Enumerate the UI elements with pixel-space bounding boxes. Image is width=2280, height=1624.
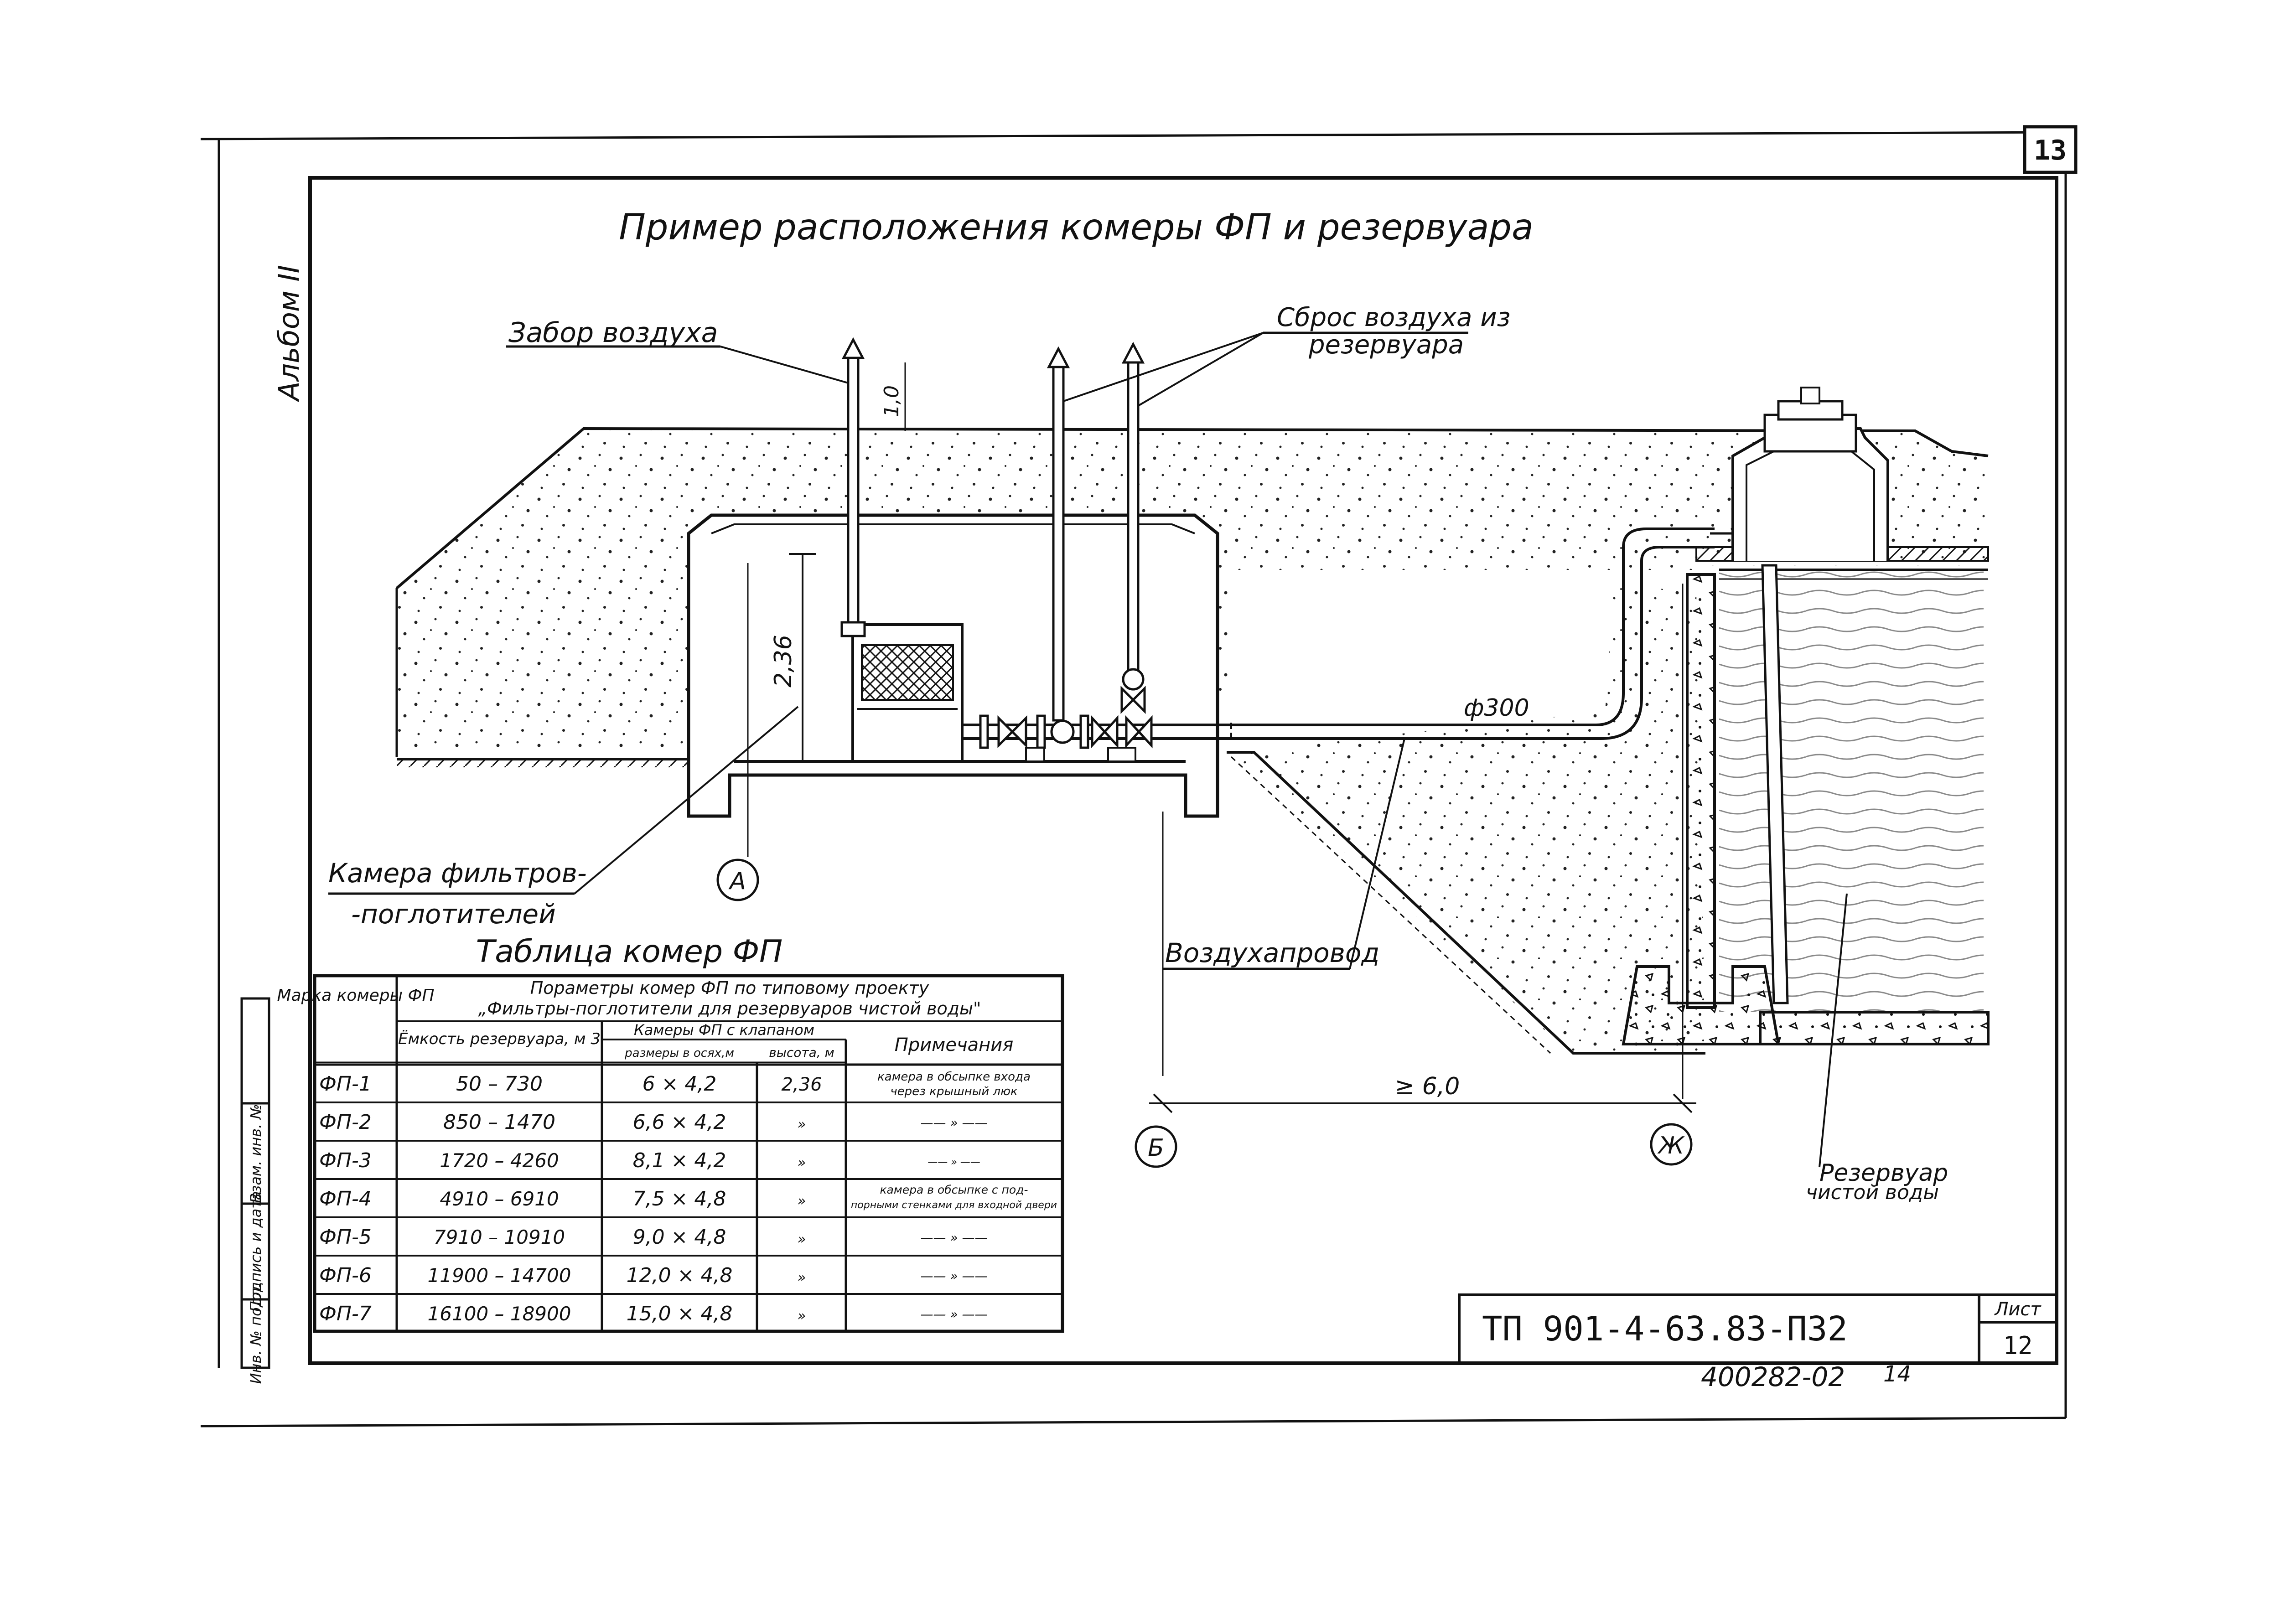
fp-table [313, 974, 1064, 1333]
air-release-label-2: резервуара [1308, 330, 1464, 360]
row-6-height: » [798, 1270, 806, 1286]
th-height: высота, м [769, 1045, 834, 1060]
row-1-note-1: камера в обсыпке входа [877, 1070, 1031, 1084]
th-chamber-valve: Камеры ФП с клапаном [634, 1021, 814, 1039]
row-6-note: —— » —— [920, 1268, 987, 1283]
row-3-height: » [798, 1155, 806, 1171]
row-3-size: 8,1 × 4,2 [633, 1149, 726, 1172]
stamp-sheet-number: 12 [2003, 1331, 2032, 1360]
row-4-size: 7,5 × 4,8 [633, 1187, 726, 1210]
axis-a-label: А [728, 868, 746, 895]
th-sizes: размеры в осях,м [624, 1046, 734, 1060]
stamp-code: ТП 901-4-63.83-ПЗ2 [1482, 1309, 1848, 1349]
row-4-height: » [798, 1193, 806, 1209]
table-row: ФП-4 4910 – 6910 7,5 × 4,8 » камера в об… [319, 1183, 1057, 1211]
album-label: Альбом II [272, 265, 306, 403]
row-2-note: —— » —— [920, 1115, 987, 1130]
table-row: ФП-6 11900 – 14700 12,0 × 4,8 » —— » —— [319, 1264, 988, 1287]
side-stamp-3: Взам. инв. № [247, 1104, 264, 1203]
th-notes: Примечания [895, 1034, 1014, 1055]
air-duct-pipe [1231, 528, 1715, 740]
distance-dim: ≥ 6,0 [1395, 1073, 1460, 1100]
table-row: ФП-1 50 – 730 6 × 4,2 2,36 камера в обсы… [319, 1070, 1031, 1098]
air-intake-stack [840, 337, 866, 637]
row-2-mark: ФП-2 [319, 1111, 372, 1134]
table-row: ФП-2 850 – 1470 6,6 × 4,2 » —— » —— [319, 1111, 988, 1134]
axis-bubble-zh [1650, 1123, 1693, 1166]
axis-bubble-a [716, 859, 759, 901]
chamber-label-1: Камера фильтров- [328, 858, 587, 889]
title-stamp [1458, 1293, 2058, 1365]
stamp-sheet-label: Лист [1994, 1299, 2042, 1320]
row-4-capacity: 4910 – 6910 [440, 1188, 559, 1210]
table-row: ФП-5 7910 – 10910 9,0 × 4,8 » —— » —— [319, 1226, 988, 1249]
row-7-size: 15,0 × 4,8 [627, 1302, 733, 1325]
table-row: ФП-3 1720 – 4260 8,1 × 4,2 » —— » —— [319, 1149, 980, 1172]
row-4-mark: ФП-4 [319, 1187, 372, 1210]
row-5-mark: ФП-5 [319, 1226, 372, 1249]
th-capacity: Ёмкость резервуара, м 3 [398, 1030, 601, 1048]
sheet-frame [200, 125, 2078, 1427]
row-4-note-2: порными стенками для входной двери [851, 1200, 1057, 1211]
row-5-note: —— » —— [920, 1230, 987, 1245]
side-stamp-2: Подпись и дата [247, 1191, 264, 1312]
row-6-capacity: 11900 – 14700 [428, 1264, 571, 1287]
row-6-mark: ФП-6 [319, 1264, 372, 1287]
row-5-size: 9,0 × 4,8 [633, 1226, 726, 1249]
row-1-size: 6 × 4,2 [643, 1072, 717, 1096]
section-drawing: 1,0 2,36 ф300 [328, 303, 1990, 1204]
reservoir [1622, 387, 1990, 1045]
row-1-mark: ФП-1 [319, 1072, 372, 1096]
row-2-height: » [798, 1117, 806, 1133]
fp-chamber [687, 513, 1232, 818]
th-params-1: Пораметры комер ФП по типовому проекту [530, 978, 929, 998]
footer-code: 400282-02 [1701, 1361, 1845, 1392]
chamber-height-dim: 2,36 [770, 635, 797, 688]
row-5-capacity: 7910 – 10910 [434, 1226, 565, 1248]
air-release-stack-1 [1047, 346, 1070, 722]
row-3-capacity: 1720 – 4260 [440, 1149, 559, 1172]
th-mark: Марка комеры ФП [277, 986, 434, 1005]
row-2-size: 6,6 × 4,2 [633, 1111, 726, 1134]
air-release-label-1: Сброс воздуха из [1277, 303, 1510, 332]
row-3-mark: ФП-3 [319, 1149, 372, 1172]
stack-height-dim: 1,0 [880, 385, 903, 417]
side-stamp [240, 997, 270, 1369]
row-1-capacity: 50 – 730 [456, 1072, 543, 1096]
page-number: 13 [2034, 134, 2067, 166]
air-release-stack-2 [1120, 341, 1146, 714]
reservoir-label-2: чистой воды [1806, 1181, 1939, 1204]
row-2-capacity: 850 – 1470 [443, 1111, 555, 1134]
th-params-2: „Фильтры-поглотители для резервуаров чис… [478, 998, 981, 1019]
air-intake-label: Забор воздуха [508, 317, 718, 349]
table-title: Таблица комер ФП [476, 934, 783, 970]
side-stamp-1: Инв. № подл. [247, 1283, 264, 1384]
drawing-title: Пример расположения комеры ФП и резервуа… [619, 207, 1534, 248]
duct-diameter-label: ф300 [1464, 694, 1529, 722]
axis-zh-label: Ж [1657, 1132, 1685, 1159]
chamber-label-2: -поглотителей [351, 899, 556, 930]
table-row: ФП-7 16100 – 18900 15,0 × 4,8 » —— » —— [319, 1302, 988, 1325]
row-3-note: —— » —— [928, 1157, 980, 1168]
row-6-size: 12,0 × 4,8 [627, 1264, 733, 1287]
row-7-capacity: 16100 – 18900 [428, 1303, 571, 1325]
row-5-height: » [798, 1231, 806, 1247]
row-4-note-1: камера в обсыпке с под- [880, 1183, 1028, 1196]
reservoir-label-1: Резервуар [1819, 1159, 1948, 1187]
row-7-note: —— » —— [920, 1307, 987, 1322]
air-duct-label: Воздухапровод [1165, 937, 1379, 968]
row-1-note-2: через крышный люк [890, 1085, 1018, 1098]
axis-b-label: Б [1148, 1134, 1164, 1162]
row-1-height: 2,36 [781, 1074, 822, 1095]
footer-page: 14 [1883, 1361, 1911, 1387]
row-7-mark: ФП-7 [319, 1302, 372, 1325]
row-7-height: » [798, 1308, 806, 1324]
axis-bubble-b [1135, 1125, 1177, 1168]
